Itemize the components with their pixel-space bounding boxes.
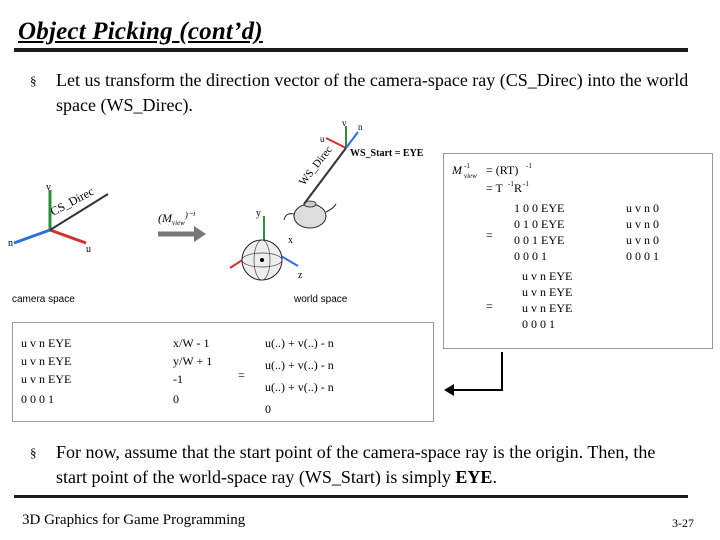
bullet-icon: §	[30, 73, 37, 88]
page-number: 3-27	[672, 516, 694, 530]
slide-title: Object Picking (cont’d)	[18, 18, 263, 45]
svg-text:u v n EYE: u v n EYE	[522, 285, 572, 299]
axis-u-label: u	[86, 244, 91, 255]
transform-arrow: (Mview)⁻¹	[158, 210, 206, 242]
ws-direc-equation-box: u v n EYE u v n EYE u v n EYE 0 0 0 1 x/…	[12, 322, 434, 422]
axis-v-label: v	[46, 182, 51, 193]
svg-text:-1: -1	[523, 180, 529, 188]
axis-z-label: z	[298, 270, 303, 281]
svg-text:= T: = T	[486, 181, 504, 195]
ws-direc-equation: u v n EYE u v n EYE u v n EYE 0 0 0 1 x/…	[21, 336, 334, 416]
svg-text:0: 0	[173, 392, 179, 406]
svg-text:u v n EYE: u v n EYE	[522, 269, 572, 283]
bullet-1: § Let us transform the direction vector …	[30, 68, 690, 118]
ws-start-label: WS_Start = EYE	[350, 148, 424, 159]
ws-direc-label: WS_Direc	[297, 144, 335, 188]
footer-rule	[14, 495, 688, 498]
axis-y-label: y	[256, 208, 261, 219]
camera-space-label: camera space	[12, 294, 75, 305]
eye-u-label: u	[320, 134, 325, 144]
svg-text:-1: -1	[526, 162, 532, 170]
svg-text:x/W - 1: x/W - 1	[173, 336, 209, 350]
footer-course-title: 3D Graphics for Game Programming	[22, 512, 246, 528]
svg-text:u(..) + v(..) - n: u(..) + v(..) - n	[265, 380, 334, 394]
axis-x-label: x	[288, 235, 293, 246]
world-space-label: world space	[293, 294, 348, 305]
svg-text:-1: -1	[464, 162, 470, 170]
svg-text:u v n 0: u v n 0	[626, 217, 659, 231]
svg-text:=: =	[486, 299, 493, 313]
bullet-icon: §	[30, 445, 37, 460]
svg-text:0 0 0 1: 0 0 0 1	[21, 392, 54, 406]
svg-text:0 0 1 EYE: 0 0 1 EYE	[514, 233, 564, 247]
eye-v-label: v	[342, 118, 347, 128]
svg-text:u v n 0: u v n 0	[626, 233, 659, 247]
ray-transform-figure: v n u CS_Direc camera space (Mview)⁻¹ y …	[8, 118, 424, 305]
svg-text:u v n EYE: u v n EYE	[21, 336, 71, 350]
connector-arrow	[444, 352, 503, 396]
svg-text:u(..) + v(..) - n: u(..) + v(..) - n	[265, 358, 334, 372]
svg-text:0 0 0 1: 0 0 0 1	[514, 249, 547, 263]
sphere-object	[241, 239, 283, 281]
svg-text:= (RT): = (RT)	[486, 163, 518, 177]
camera-space-axes: v n u CS_Direc	[8, 182, 109, 255]
bullet-2-text: For now, assume that the start point of …	[56, 442, 656, 487]
axis-n-label: n	[8, 238, 13, 249]
svg-text:-1: -1	[508, 180, 514, 188]
svg-text:u(..) + v(..) - n: u(..) + v(..) - n	[265, 336, 334, 350]
svg-text:view: view	[464, 172, 477, 180]
svg-text:=: =	[486, 228, 493, 242]
svg-text:=: =	[238, 368, 245, 382]
svg-text:0 0 0 1: 0 0 0 1	[522, 317, 555, 331]
transform-label: (Mview)⁻¹	[158, 210, 196, 227]
svg-text:u v n EYE: u v n EYE	[522, 301, 572, 315]
teapot-object	[283, 200, 337, 229]
cs-direc-label: CS_Direc	[48, 184, 96, 219]
svg-text:u v n EYE: u v n EYE	[21, 354, 71, 368]
svg-text:u v n EYE: u v n EYE	[21, 372, 71, 386]
eye-axes: v u n WS_Direc WS_Start = EYE	[297, 118, 424, 205]
svg-text:u v n 0: u v n 0	[626, 201, 659, 215]
eye-n-label: n	[358, 122, 363, 132]
svg-text:1 0 0 EYE: 1 0 0 EYE	[514, 201, 564, 215]
svg-text:M: M	[451, 163, 463, 177]
bullet-1-text: Let us transform the direction vector of…	[56, 70, 689, 115]
svg-text:-1: -1	[173, 372, 183, 386]
svg-text:0: 0	[265, 402, 271, 416]
svg-text:0 0 0 1: 0 0 0 1	[626, 249, 659, 263]
svg-text:R: R	[514, 181, 522, 195]
svg-text:y/W + 1: y/W + 1	[173, 354, 212, 368]
bullet-2: § For now, assume that the start point o…	[30, 440, 690, 490]
title-rule	[14, 48, 688, 52]
svg-text:0 1 0 EYE: 0 1 0 EYE	[514, 217, 564, 231]
